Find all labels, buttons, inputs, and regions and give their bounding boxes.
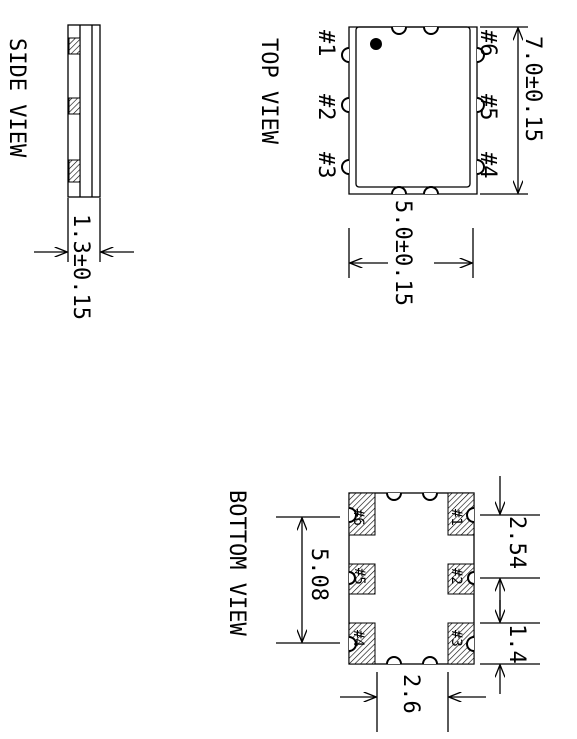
- bottom-pad-2: [447, 563, 475, 595]
- top-width-dimension: 5.0±0.15: [348, 200, 474, 306]
- pin1-marker-dot: [370, 38, 382, 50]
- bottom-pad-label-2: #2: [448, 568, 464, 585]
- side-view-title: SIDE VIEW: [4, 38, 29, 158]
- side-terminal-2: [68, 97, 81, 115]
- top-length-dimension: 7.0±0.15: [480, 26, 545, 195]
- top-pin-label-6: #6: [475, 30, 500, 57]
- top-width-label: 5.0±0.15: [390, 200, 415, 306]
- top-pin-label-5: #5: [475, 94, 500, 121]
- bottom-pad-label-1: #1: [448, 509, 464, 526]
- bottom-view-title: BOTTOM VIEW: [224, 490, 249, 636]
- bottom-pad-width-label: 1.4: [504, 624, 529, 664]
- top-pin-label-4: #4: [475, 152, 500, 179]
- bottom-pad-length-dimension: 2.6: [340, 672, 486, 732]
- bottom-row-spacing-dimension: 5.08: [276, 516, 340, 644]
- top-view-title: TOP VIEW: [256, 38, 281, 145]
- side-thickness-dimension: 1.3±0.15: [34, 198, 134, 320]
- top-view: TOP VIEW #1 #2 #3 #6 #5 #4: [256, 26, 545, 306]
- bottom-view-outline: [348, 492, 475, 665]
- bottom-pad-length-label: 2.6: [398, 674, 423, 714]
- side-terminal-1: [68, 37, 81, 55]
- top-pin-label-2: #2: [313, 94, 338, 121]
- top-pin-label-1: #1: [313, 30, 338, 57]
- bottom-pad-6: [348, 492, 376, 536]
- bottom-pitch-label: 2.54: [504, 516, 529, 569]
- bottom-row-spacing-label: 5.08: [306, 548, 331, 601]
- top-length-label: 7.0±0.15: [520, 36, 545, 142]
- bottom-pad-label-5: #5: [351, 568, 367, 585]
- bottom-pad-3: [447, 622, 475, 665]
- side-thickness-label: 1.3±0.15: [68, 214, 93, 320]
- bottom-pad-1: [447, 492, 475, 536]
- bottom-pad-4: [348, 622, 376, 665]
- top-view-outline: [341, 26, 485, 195]
- bottom-pad-label-3: #3: [448, 630, 464, 647]
- bottom-view: BOTTOM VIEW: [224, 476, 540, 732]
- side-view: SIDE VIEW 1.3±0.15: [4, 24, 134, 320]
- bottom-pad-label-6: #6: [350, 509, 366, 526]
- bottom-pad-width-dimension: 1.4: [480, 600, 540, 694]
- bottom-pad-label-4: #4: [350, 630, 366, 647]
- side-view-body: [67, 24, 101, 198]
- top-pin-label-3: #3: [313, 152, 338, 179]
- side-terminal-3: [68, 159, 81, 183]
- bottom-pitch-dimension: 2.54: [480, 476, 540, 616]
- bottom-pad-5: [348, 563, 376, 595]
